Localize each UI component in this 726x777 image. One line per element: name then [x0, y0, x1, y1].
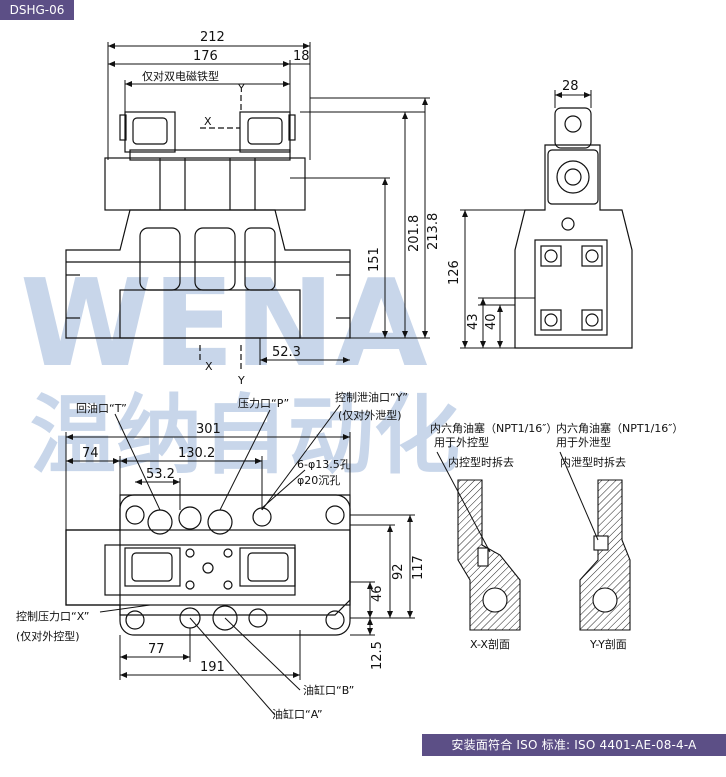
section-y-label-top: Y: [237, 82, 245, 95]
front-view: [65, 95, 351, 372]
dim-77: 77: [148, 642, 165, 657]
section-right-note-3: 内泄型时拆去: [560, 455, 626, 469]
callout-pilot-port-note: (仅对外控型): [16, 629, 80, 643]
dim-213-8: 213.8: [426, 213, 441, 250]
callout-return-port: 回油口“T”: [76, 401, 127, 415]
section-left-note-2: 用于外控型: [434, 435, 489, 449]
footer-standard-note: 安装面符合 ISO 标准: ISO 4401-AE-08-4-A: [422, 734, 726, 756]
dim-92: 92: [391, 563, 406, 580]
watermark-word: WENA: [20, 255, 428, 394]
section-left-note-1: 内六角油塞（NPT1/16″）: [430, 421, 557, 435]
dim-43: 43: [466, 313, 481, 330]
dim-46: 46: [370, 585, 385, 602]
callout-holes: 6-φ13.5孔: [297, 458, 351, 471]
dim-301: 301: [196, 422, 221, 437]
dim-117: 117: [411, 555, 426, 580]
note-double-solenoid: 仅对双电磁铁型: [142, 69, 219, 83]
top-view: [65, 494, 351, 636]
side-view: [514, 107, 633, 349]
section-left-note-3: 内控型时拆去: [448, 455, 514, 469]
front-dimensions: [107, 42, 430, 365]
callout-port-a: 油缸口“A”: [272, 707, 323, 721]
section-yy-label: Y-Y剖面: [589, 637, 627, 651]
dim-40: 40: [484, 313, 499, 330]
callout-drain-port: 控制泄油口“Y”: [335, 390, 408, 404]
model-tag: DSHG-06: [0, 0, 74, 20]
side-dimensions: [460, 90, 592, 349]
side-body: [514, 144, 633, 349]
callout-pressure-port: 压力口“P”: [238, 397, 289, 410]
dim-74: 74: [82, 446, 99, 461]
dim-201-8: 201.8: [407, 215, 422, 252]
solenoid-left: [124, 111, 176, 153]
pilot-valve: [104, 157, 306, 211]
section-right-note-1: 内六角油塞（NPT1/16″）: [556, 421, 683, 435]
dim-130-2: 130.2: [178, 446, 215, 461]
dim-212: 212: [200, 30, 225, 45]
section-xx-label: X-X剖面: [470, 637, 510, 651]
section-right-note-2: 用于外泄型: [556, 435, 611, 449]
dim-18: 18: [293, 49, 310, 64]
callout-pilot-port: 控制压力口“X”: [16, 609, 90, 623]
dim-53-2: 53.2: [146, 467, 175, 482]
dim-12-5: 12.5: [370, 641, 385, 670]
dim-52-3: 52.3: [272, 345, 301, 360]
section-yy: [559, 451, 631, 631]
dim-151: 151: [367, 247, 382, 272]
callout-drain-port-note: (仅对外泄型): [338, 408, 402, 422]
section-xx: [436, 451, 521, 631]
top-dimensions: [65, 404, 415, 716]
section-x-label-bottom: X: [205, 360, 213, 373]
section-y-label-bottom: Y: [237, 374, 245, 387]
top-body: [65, 494, 351, 616]
callout-port-b: 油缸口“B”: [303, 683, 354, 697]
section-x-label-top: X: [204, 115, 212, 128]
dim-176: 176: [193, 49, 218, 64]
dim-28: 28: [562, 79, 579, 94]
solenoid-right: [239, 111, 291, 153]
dim-191: 191: [200, 660, 225, 675]
callout-counterbore: φ20沉孔: [297, 474, 340, 487]
dim-126: 126: [447, 260, 462, 285]
